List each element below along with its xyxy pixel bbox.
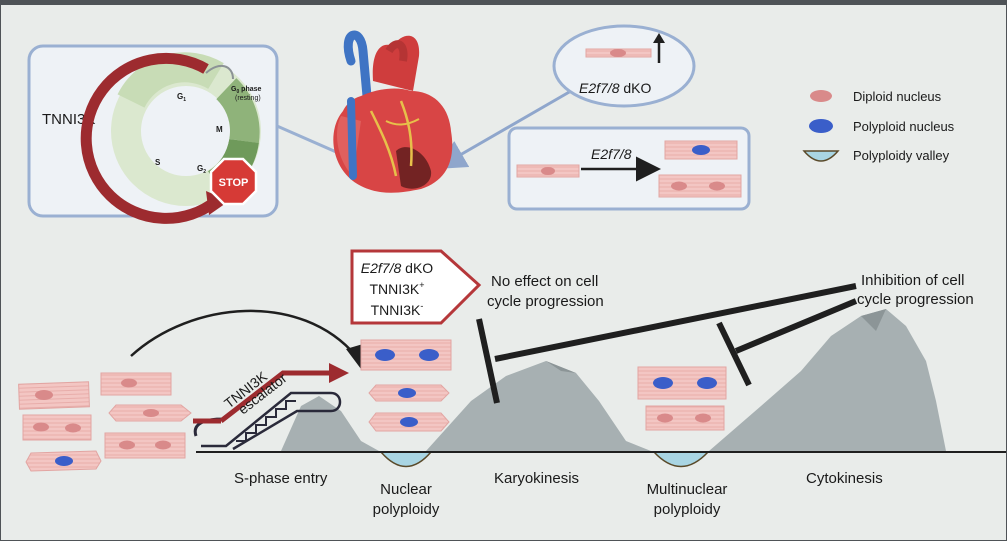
legend-diploid-label: Diploid nucleus bbox=[853, 89, 942, 104]
mountain-3 bbox=[709, 309, 946, 451]
inhibition-bar-karyokinesis bbox=[476, 318, 500, 404]
valley-nuclear bbox=[379, 451, 433, 468]
stage-multinuclear-line-2: polyploidy bbox=[654, 501, 721, 518]
stage-nuclear-line-2: polyploidy bbox=[373, 501, 440, 518]
g0-resting-label: (resting) bbox=[235, 95, 261, 102]
inhibition-line-2: cycle progression bbox=[857, 291, 974, 308]
stage-multinuclear-line-1: Multinuclear bbox=[647, 481, 728, 498]
inhibition-line-1: Inhibition of cell bbox=[861, 272, 964, 289]
callout-box: E2f7/8 dKO TNNI3K+ TNNI3K- bbox=[350, 249, 482, 325]
stage-nuclear-line-1: Nuclear bbox=[380, 481, 432, 498]
e2f-conversion-box: E2f7/8 bbox=[507, 126, 751, 211]
curved-arrowhead bbox=[346, 344, 363, 369]
stop-sign-icon bbox=[209, 157, 258, 206]
cell-cycle-panel: TNNI3K G0 phase (resting) G1 M S G2 STOP bbox=[27, 44, 279, 224]
inhibition-line-short bbox=[734, 298, 858, 354]
legend-polyploid-label: Polyploid nucleus bbox=[853, 119, 955, 134]
s-phase-curved-arrow bbox=[130, 309, 357, 357]
cycle-arrowhead bbox=[206, 191, 229, 215]
callout-line-2: TNNI3K+ bbox=[369, 280, 424, 297]
stop-text: STOP bbox=[219, 177, 249, 189]
no-effect-line-2: cycle progression bbox=[487, 293, 604, 310]
inhibition-bar-cytokinesis bbox=[716, 321, 752, 387]
legend-valley-swatch bbox=[802, 150, 840, 162]
escalator-arrowhead bbox=[329, 363, 349, 383]
tnni3k-cycle-arrow bbox=[80, 52, 220, 224]
g1-label: G1 bbox=[177, 92, 186, 103]
no-effect-line-1: No effect on cell bbox=[491, 273, 598, 290]
valley-multinuclear bbox=[652, 451, 710, 468]
s-label: S bbox=[155, 158, 161, 167]
legend-valley-label: Polyploidy valley bbox=[853, 148, 950, 163]
connector-right bbox=[435, 89, 572, 169]
heart-illustration bbox=[333, 30, 453, 193]
nuclear-cell-stack bbox=[360, 339, 452, 432]
inhibition-markers bbox=[476, 283, 858, 404]
callout-line-1: E2f7/8 dKO bbox=[361, 260, 433, 276]
left-cell-cluster bbox=[18, 372, 192, 472]
dko-bubble: E2f7/8 dKO bbox=[552, 24, 696, 108]
m-label: M bbox=[216, 125, 223, 134]
stage-karyokinesis: Karyokinesis bbox=[494, 470, 579, 487]
landscape bbox=[196, 309, 1006, 468]
g0-phase-label: G0 phase bbox=[231, 86, 262, 95]
g2-label: G2 bbox=[197, 164, 206, 175]
inhibition-line-long bbox=[494, 283, 857, 362]
callout-line-3: TNNI3K- bbox=[371, 301, 424, 318]
legend-diploid-swatch bbox=[810, 90, 832, 102]
mountain-1 bbox=[281, 396, 379, 451]
g0-curl-arrow bbox=[205, 64, 234, 80]
m-phase-arc bbox=[215, 78, 260, 144]
e2f-box-label: E2f7/8 bbox=[591, 146, 632, 162]
legend-polyploid-swatch bbox=[809, 119, 833, 133]
multinuclear-cell-stack bbox=[637, 366, 727, 431]
stage-s-phase-entry: S-phase entry bbox=[234, 470, 328, 487]
stage-cytokinesis: Cytokinesis bbox=[806, 470, 883, 487]
cycle-center bbox=[142, 87, 230, 175]
dko-bubble-label: E2f7/8 dKO bbox=[579, 80, 651, 96]
mountain-2 bbox=[426, 361, 651, 451]
legend: Diploid nucleus Polyploid nucleus Polypl… bbox=[802, 89, 955, 163]
top-border-bar bbox=[1, 1, 1006, 5]
